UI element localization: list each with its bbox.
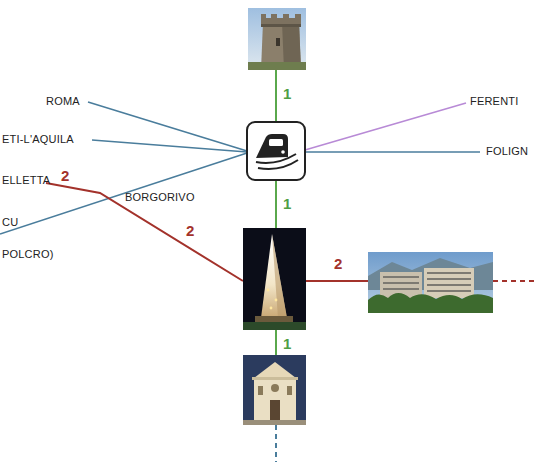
facade	[254, 378, 296, 420]
sky	[248, 8, 306, 70]
train-light	[281, 150, 285, 154]
rose-window	[271, 384, 279, 392]
route-lines	[0, 70, 534, 462]
line-number: 1	[283, 86, 291, 103]
night-sky	[243, 228, 306, 330]
red-line	[46, 183, 243, 281]
tower-photo	[248, 8, 306, 70]
trees	[368, 293, 493, 313]
base	[255, 316, 293, 322]
icon-frame	[247, 122, 305, 180]
blue-line	[92, 140, 247, 152]
window-row	[427, 284, 471, 286]
place-name: ETI-L'AQUILA	[2, 133, 74, 145]
dashed-line	[275, 425, 277, 462]
windows	[383, 272, 471, 292]
place-name: ELLETTA	[2, 174, 50, 186]
hospital-photo	[368, 252, 493, 313]
light-dot	[270, 307, 273, 310]
window-row	[427, 272, 471, 274]
ground	[243, 322, 306, 330]
green-line	[275, 180, 277, 228]
door	[270, 400, 280, 420]
dashed-line	[493, 280, 534, 282]
station-icon	[247, 122, 305, 180]
window-row	[427, 278, 471, 280]
lit-obelisk	[261, 234, 287, 318]
window	[287, 386, 292, 395]
battlement	[261, 14, 301, 24]
line-number: 1	[283, 196, 291, 213]
blue-line	[88, 102, 247, 151]
green-line	[275, 330, 277, 355]
place-name: FOLIGN	[486, 145, 528, 157]
window-row	[427, 290, 471, 292]
blue-line	[305, 151, 480, 153]
train-window	[269, 139, 283, 146]
cornice	[261, 24, 301, 27]
place-name: ROMA	[46, 95, 80, 107]
place-name: CU	[2, 216, 18, 228]
window-row	[383, 282, 419, 284]
green-line	[275, 70, 277, 122]
building	[424, 268, 474, 298]
light-dot	[275, 299, 278, 302]
stop-name: BORGORIVO	[125, 191, 195, 203]
ground	[248, 62, 306, 70]
track	[256, 154, 296, 163]
pediment	[254, 362, 296, 378]
train-body	[256, 134, 288, 158]
obelisk-shade	[272, 234, 287, 318]
obelisk-photo	[243, 228, 306, 330]
place-name: FERENTI	[470, 95, 518, 107]
track	[258, 160, 298, 169]
purple-line	[305, 103, 466, 150]
red-line	[306, 280, 368, 282]
window	[276, 38, 280, 46]
line-number: 2	[186, 223, 194, 240]
church-photo	[243, 355, 306, 425]
line-number: 2	[61, 168, 69, 185]
line-number: 2	[334, 256, 342, 273]
evening-sky	[243, 355, 306, 425]
window	[258, 386, 263, 395]
cornice	[252, 377, 298, 380]
square	[243, 420, 306, 425]
line-number: 1	[283, 336, 291, 353]
sky	[368, 252, 493, 313]
window-row	[383, 276, 419, 278]
light-dot	[267, 289, 270, 292]
blue-line	[0, 153, 247, 234]
place-name: POLCRO)	[2, 248, 54, 260]
window-row	[383, 288, 419, 290]
